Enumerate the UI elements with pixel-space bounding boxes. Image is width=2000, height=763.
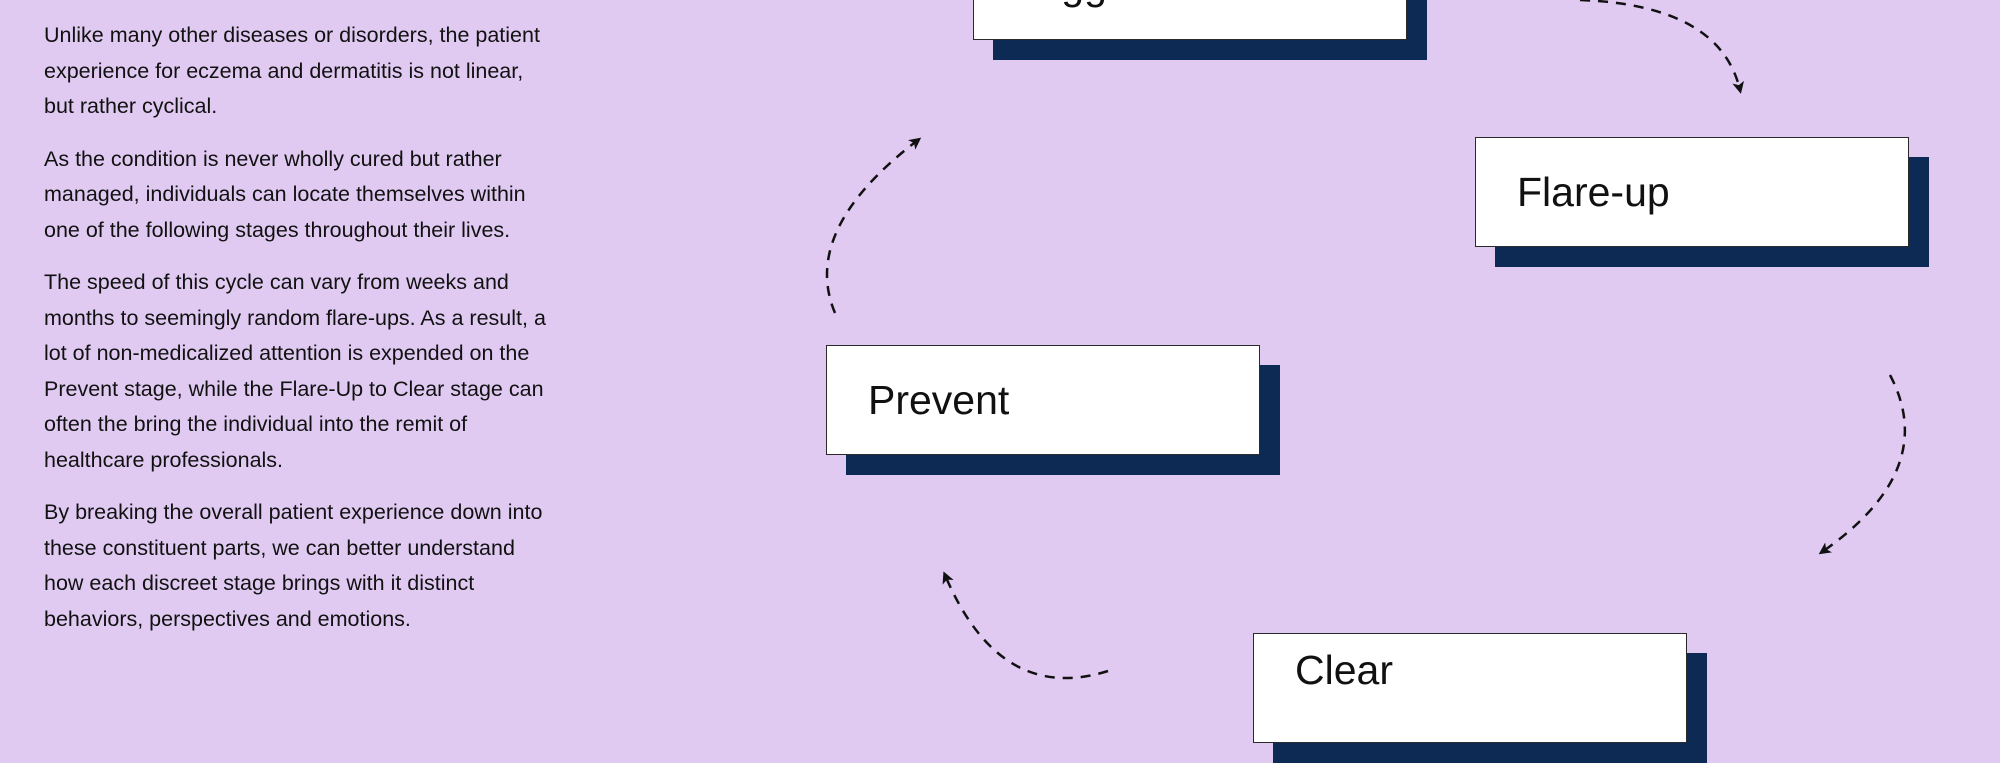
cycle-diagram: Trigger Flare-up Prevent Clear bbox=[825, 0, 1929, 763]
arrow-trigger-to-flareup bbox=[1579, 0, 1745, 94]
stage-trigger-box bbox=[973, 0, 1407, 40]
arrow-prevent-to-trigger bbox=[825, 137, 922, 314]
stage-prevent-box bbox=[826, 345, 1260, 455]
arrow-clear-to-prevent bbox=[942, 571, 1109, 680]
intro-paragraph-2: As the condition is never wholly cured b… bbox=[44, 146, 526, 242]
arrow-flareup-to-clear bbox=[1818, 374, 1907, 555]
intro-paragraph-1: Unlike many other diseases or disorders,… bbox=[44, 23, 540, 118]
intro-paragraph-3: The speed of this cycle can vary from we… bbox=[44, 270, 546, 472]
stage-flareup-label: Flare-up bbox=[1517, 169, 1670, 215]
stage-flareup: Flare-up bbox=[1475, 137, 1929, 267]
stage-clear-label: Clear bbox=[1295, 647, 1393, 693]
stage-prevent-label: Prevent bbox=[868, 377, 1010, 423]
stage-prevent: Prevent bbox=[826, 345, 1280, 475]
stage-clear: Clear bbox=[1253, 633, 1707, 763]
stage-flareup-box bbox=[1475, 137, 1909, 247]
intro-text: Unlike many other diseases or disorders,… bbox=[44, 18, 554, 654]
intro-paragraph-4: By breaking the overall patient experien… bbox=[44, 500, 543, 631]
stage-trigger: Trigger bbox=[973, 0, 1427, 60]
cycle-arrows bbox=[825, 0, 1907, 680]
stage-trigger-label: Trigger bbox=[1015, 0, 1143, 40]
